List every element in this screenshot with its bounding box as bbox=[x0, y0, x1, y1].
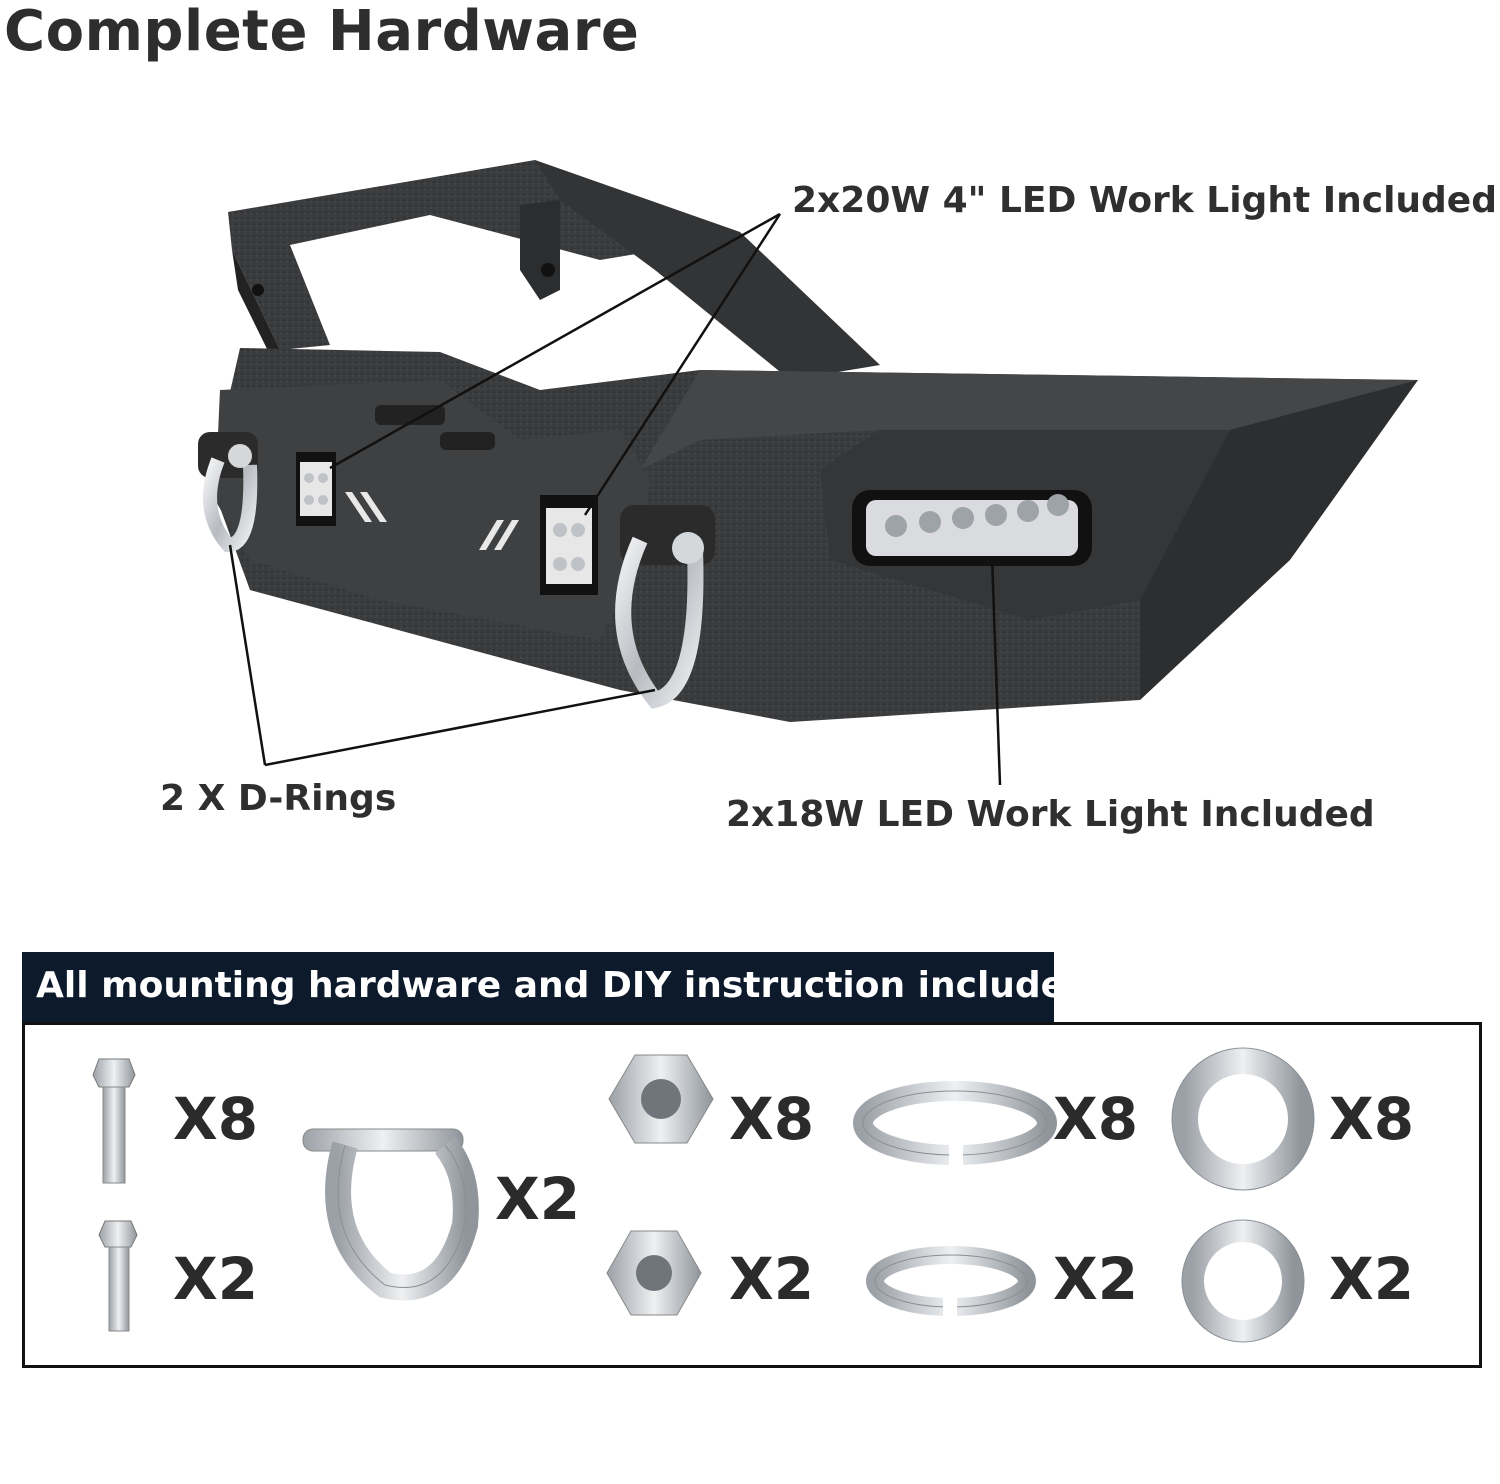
hardware-banner: All mounting hardware and DIY instructio… bbox=[22, 952, 1091, 1024]
lock-washer-large-qty: X8 bbox=[1053, 1085, 1139, 1153]
flat-washer-large-icon bbox=[1171, 1047, 1315, 1191]
bolt-short-icon bbox=[98, 1220, 138, 1332]
callout-leader-lines bbox=[228, 212, 1002, 786]
bumper-hoop bbox=[228, 160, 880, 380]
callout-4in-led: 2x20W 4" LED Work Light Included bbox=[792, 180, 1497, 221]
led-bar-light bbox=[852, 490, 1092, 566]
page-title: Complete Hardware bbox=[4, 0, 640, 64]
cube-light-left bbox=[296, 452, 336, 526]
shackle-qty: X2 bbox=[495, 1165, 581, 1233]
lock-washer-large-icon bbox=[853, 1081, 1057, 1171]
nut-large-icon bbox=[608, 1054, 714, 1144]
d-ring-right bbox=[615, 505, 715, 709]
callout-d-rings: 2 X D-Rings bbox=[160, 778, 397, 819]
lock-washer-small-icon bbox=[866, 1246, 1036, 1321]
bolt-short-qty: X2 bbox=[173, 1245, 259, 1313]
nut-small-icon bbox=[606, 1230, 702, 1316]
flat-washer-small-qty: X2 bbox=[1329, 1245, 1415, 1313]
flat-washer-large-qty: X8 bbox=[1329, 1085, 1415, 1153]
bolt-long-icon bbox=[92, 1058, 136, 1184]
nut-large-qty: X8 bbox=[729, 1085, 815, 1153]
callout-led-bar: 2x18W LED Work Light Included bbox=[726, 794, 1375, 835]
bumper-body bbox=[210, 348, 1418, 722]
lock-washer-small-qty: X2 bbox=[1053, 1245, 1139, 1313]
bumper-illustration bbox=[198, 160, 1418, 786]
flat-washer-small-icon bbox=[1181, 1219, 1305, 1343]
hardware-illustrations bbox=[92, 1047, 1315, 1343]
bumper-slots bbox=[345, 492, 519, 550]
cube-light-right bbox=[540, 495, 598, 595]
d-ring-left bbox=[198, 432, 258, 553]
shackle-icon bbox=[302, 1128, 479, 1301]
nut-small-qty: X2 bbox=[729, 1245, 815, 1313]
hardware-panel: X8 X2 X2 X8 X2 X8 X2 X8 X2 bbox=[22, 1022, 1482, 1368]
bolt-long-qty: X8 bbox=[173, 1085, 259, 1153]
